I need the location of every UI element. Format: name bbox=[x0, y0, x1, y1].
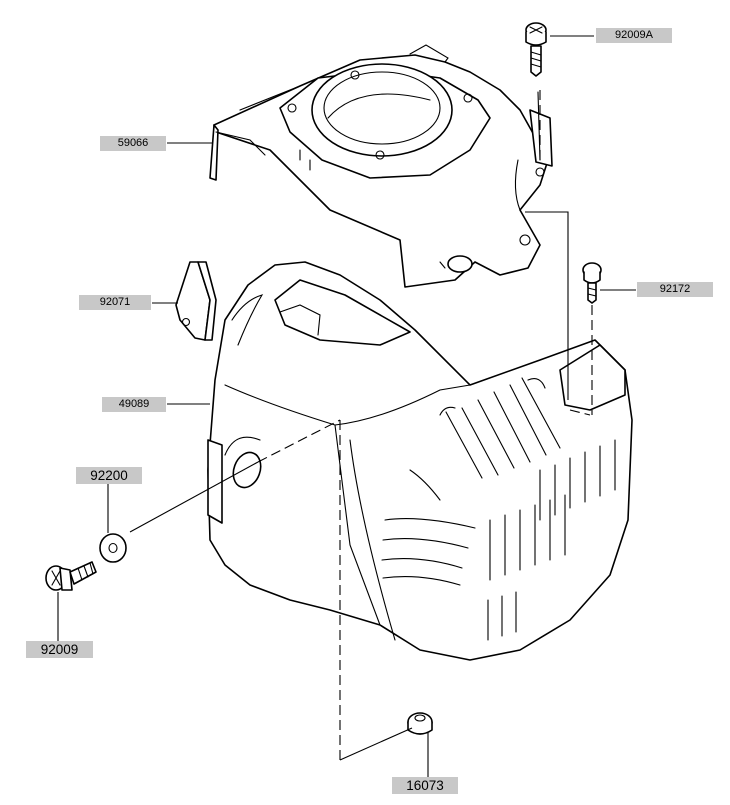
assembly-guide-lines bbox=[257, 90, 593, 760]
bracket-part-92071[interactable] bbox=[175, 261, 217, 341]
part-label-59066: 59066 bbox=[100, 136, 166, 151]
washer-part-92200[interactable] bbox=[99, 533, 127, 563]
leader-lines bbox=[57, 35, 636, 777]
part-label-92071: 92071 bbox=[79, 295, 151, 310]
part-label-92009A: 92009A bbox=[596, 28, 672, 43]
bolt-part-92009[interactable] bbox=[45, 561, 97, 591]
screw-part-92172[interactable] bbox=[582, 262, 602, 304]
part-label-92200: 92200 bbox=[76, 467, 142, 484]
part-label-49089: 49089 bbox=[102, 397, 166, 412]
part-label-92009: 92009 bbox=[26, 641, 93, 658]
assembly-connector-lines bbox=[129, 211, 569, 761]
part-label-92172: 92172 bbox=[637, 282, 713, 297]
part-label-16073: 16073 bbox=[392, 777, 458, 794]
top-cover-part[interactable] bbox=[209, 44, 553, 288]
grommet-part-16073[interactable] bbox=[407, 712, 433, 735]
main-housing-part[interactable] bbox=[207, 261, 633, 661]
screw-part-92009A[interactable] bbox=[525, 22, 547, 77]
